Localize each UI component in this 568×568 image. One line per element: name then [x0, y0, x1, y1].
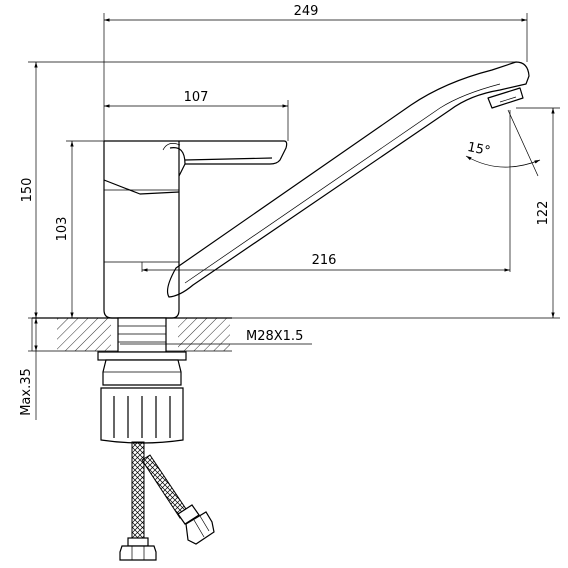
- dimension-labels: 249 107 150 103 122 216 15° M28X1.5 Max.…: [19, 4, 551, 416]
- dim-spout-angle-arc: [465, 155, 541, 168]
- label-overall-reach: 249: [294, 4, 319, 19]
- lever-handle: [104, 140, 288, 177]
- countertop-section: [32, 317, 232, 352]
- label-total-height: 150: [20, 178, 35, 203]
- label-spout-projection: 216: [312, 253, 337, 268]
- flexible-hoses: [119, 441, 215, 561]
- label-lever-length: 107: [184, 90, 209, 105]
- label-mount-thread: M28X1.5: [246, 329, 303, 344]
- dimension-lines: [28, 13, 560, 420]
- label-body-height: 103: [55, 217, 70, 242]
- label-outlet-height: 122: [536, 201, 551, 226]
- label-max-thickness: Max.35: [19, 368, 34, 416]
- spout: [166, 61, 530, 298]
- label-spout-angle: 15°: [466, 140, 492, 159]
- mounting-assembly: [97, 317, 187, 444]
